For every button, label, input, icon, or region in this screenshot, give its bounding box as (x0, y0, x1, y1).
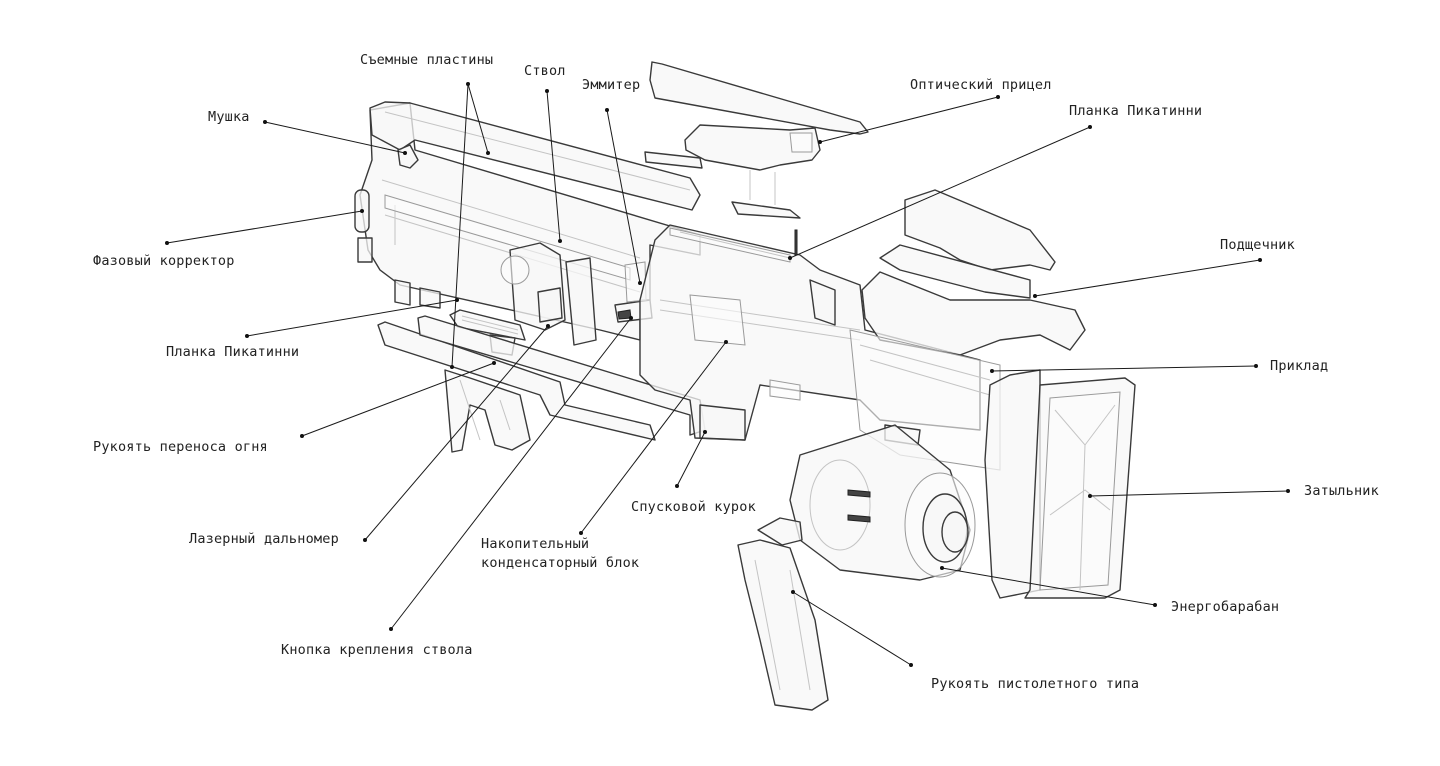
leader-picatinny-top (789, 126, 1091, 259)
label-optical-sight: Оптический прицел (910, 77, 1052, 93)
leader-fire-selector (301, 362, 495, 437)
leader-optical-sight (819, 96, 999, 143)
fire-selector-grip-part (444, 369, 531, 453)
label-stock: Приклад (1270, 358, 1329, 374)
receiver-body (359, 102, 701, 341)
leader-pistol-grip (792, 591, 912, 666)
phase-corrector-part (354, 189, 373, 263)
leader-capacitor (580, 341, 727, 534)
label-pistol-grip: Рукоять пистолетного типа (931, 676, 1140, 692)
leader-picatinny-bottom (246, 299, 458, 337)
leader-butt-plate (1089, 490, 1289, 497)
leader-removable-plates-b (451, 83, 469, 368)
front-sight-part (397, 144, 419, 169)
label-laser-rangefinder: Лазерный дальномер (189, 531, 339, 547)
label-energy-drum: Энергобарабан (1171, 599, 1280, 615)
leader-emitter (606, 109, 641, 284)
label-barrel: Ствол (524, 63, 566, 79)
label-capacitor-block: Накопительный конденсаторный блок (481, 536, 640, 571)
label-barrel-mount-button: Кнопка крепления ствола (281, 642, 473, 658)
leader-laser-rangefinder (364, 325, 549, 541)
label-phase-corrector: Фазовый корректор (93, 253, 235, 269)
leader-barrel-mount-button (390, 317, 632, 630)
leader-removable-plates-a (467, 83, 489, 154)
label-fire-selector-grip: Рукоять переноса огня (93, 439, 268, 455)
leader-cheek-rest (1034, 259, 1261, 297)
cheek-rest-part (861, 189, 1086, 356)
label-picatinny-rail-bottom: Планка Пикатинни (166, 344, 300, 360)
removable-plate-top (369, 101, 701, 211)
label-picatinny-rail-top: Планка Пикатинни (1069, 103, 1203, 119)
label-cheek-rest: Подщечник (1220, 237, 1295, 253)
energy-drum-part (789, 424, 976, 581)
leader-phase-corrector (166, 210, 363, 244)
leader-dots (165, 82, 1290, 667)
leader-trigger (676, 431, 706, 487)
optical-sight-part (644, 61, 869, 219)
butt-plate-part (984, 369, 1136, 599)
label-front-sight: Мушка (208, 109, 250, 125)
pistol-grip-part (737, 517, 829, 711)
label-butt-plate: Затыльник (1304, 483, 1379, 499)
leader-stock (991, 365, 1257, 372)
label-trigger: Спусковой курок (631, 499, 756, 515)
label-removable-plates: Съемные пластины (360, 52, 494, 68)
leader-lines (166, 83, 1289, 666)
label-emitter: Эммитер (582, 77, 641, 93)
barrel-assembly (500, 242, 653, 346)
leader-energy-drum (941, 567, 1156, 606)
leader-barrel (546, 90, 561, 242)
leader-front-sight (264, 121, 406, 154)
